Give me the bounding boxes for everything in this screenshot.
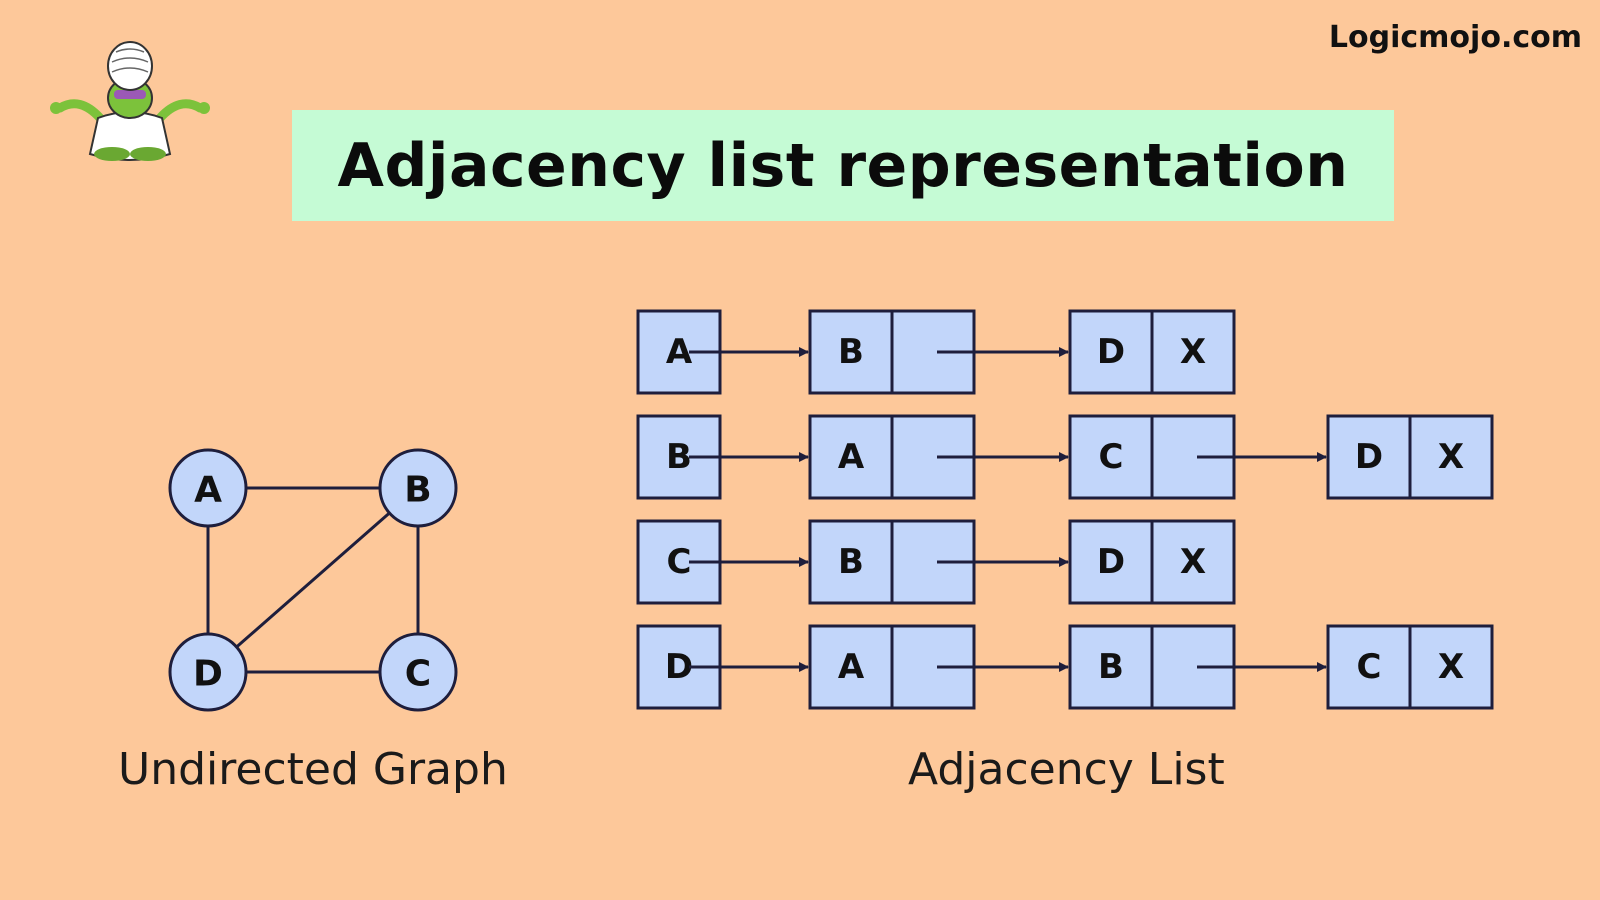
row-c-node-1-data-cell <box>808 519 894 605</box>
row-b-node-3-next-cell <box>1408 414 1494 500</box>
graph-node-b <box>378 448 458 528</box>
graph-node-label-c: C <box>405 654 431 695</box>
row-d-node-2-label: B <box>1098 647 1124 687</box>
row-b-node-1-data-cell <box>808 414 894 500</box>
row-a-node-2-next-cell <box>1150 309 1236 395</box>
row-d-node-1-label: A <box>838 647 865 687</box>
row-d-node-3-next-cell <box>1408 624 1494 710</box>
graph-caption: Undirected Graph <box>118 744 508 795</box>
row-a-node-2-data-cell <box>1068 309 1154 395</box>
row-d-node-2-data-cell <box>1068 624 1154 710</box>
row-b-head-label: B <box>666 437 692 477</box>
page-title: Adjacency list representation <box>337 130 1349 201</box>
title-banner: Adjacency list representation <box>292 110 1394 221</box>
row-a-head-box <box>636 309 722 395</box>
row-d-node-3-label: C <box>1357 647 1382 687</box>
row-c-head-label: C <box>667 542 692 582</box>
row-c-node-2-next-cell <box>1150 519 1236 605</box>
row-c-node-1-label: B <box>838 542 864 582</box>
row-c-null-marker: X <box>1180 542 1206 582</box>
row-d-null-marker: X <box>1438 647 1464 687</box>
graph-node-label-a: A <box>194 470 222 511</box>
graph-node-d <box>168 632 248 712</box>
graph-edge-b-d <box>207 486 419 674</box>
graph-node-label-d: D <box>193 654 223 695</box>
graph-node-a <box>168 448 248 528</box>
brand-label: Logicmojo.com <box>1328 20 1582 55</box>
graph-node-label-b: B <box>404 470 431 511</box>
row-a-node-1-label: B <box>838 332 864 372</box>
row-b-node-2-label: C <box>1099 437 1124 477</box>
row-b-node-1-label: A <box>838 437 865 477</box>
list-caption: Adjacency List <box>908 744 1225 795</box>
row-b-node-3-data-cell <box>1326 414 1412 500</box>
row-b-null-marker: X <box>1438 437 1464 477</box>
row-c-node-2-label: D <box>1097 542 1125 582</box>
monkey-mascot-icon <box>40 36 220 171</box>
row-a-head-label: A <box>666 332 693 372</box>
row-a-null-marker: X <box>1180 332 1206 372</box>
row-a-node-2-label: D <box>1097 332 1125 372</box>
row-a-node-1-data-cell <box>808 309 894 395</box>
adjacency-list: A B D X B A C D X C B D X D A B C X <box>636 309 1494 710</box>
row-b-node-2-data-cell <box>1068 414 1154 500</box>
row-d-head-label: D <box>665 647 693 687</box>
row-b-node-3-label: D <box>1355 437 1383 477</box>
graph-node-c <box>378 632 458 712</box>
row-c-head-box <box>636 519 722 605</box>
undirected-graph: A B C D <box>168 448 458 712</box>
